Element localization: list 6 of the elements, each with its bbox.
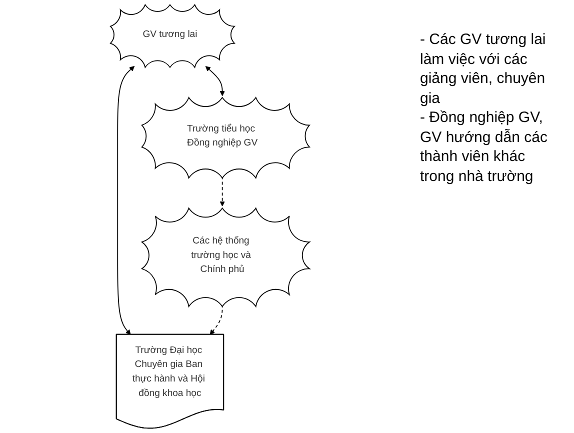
- arrow: [117, 66, 135, 335]
- arrow: [210, 304, 223, 335]
- note-text: - Các GV tương lai làm việc với các giảng viên, chuyên gia: [420, 30, 547, 108]
- arrow: [205, 66, 225, 96]
- note-text: - Đồng nghiệp GV, GV hướng dẫn các thành viên khác trong nhà trường: [420, 108, 548, 186]
- arrow: [220, 176, 225, 206]
